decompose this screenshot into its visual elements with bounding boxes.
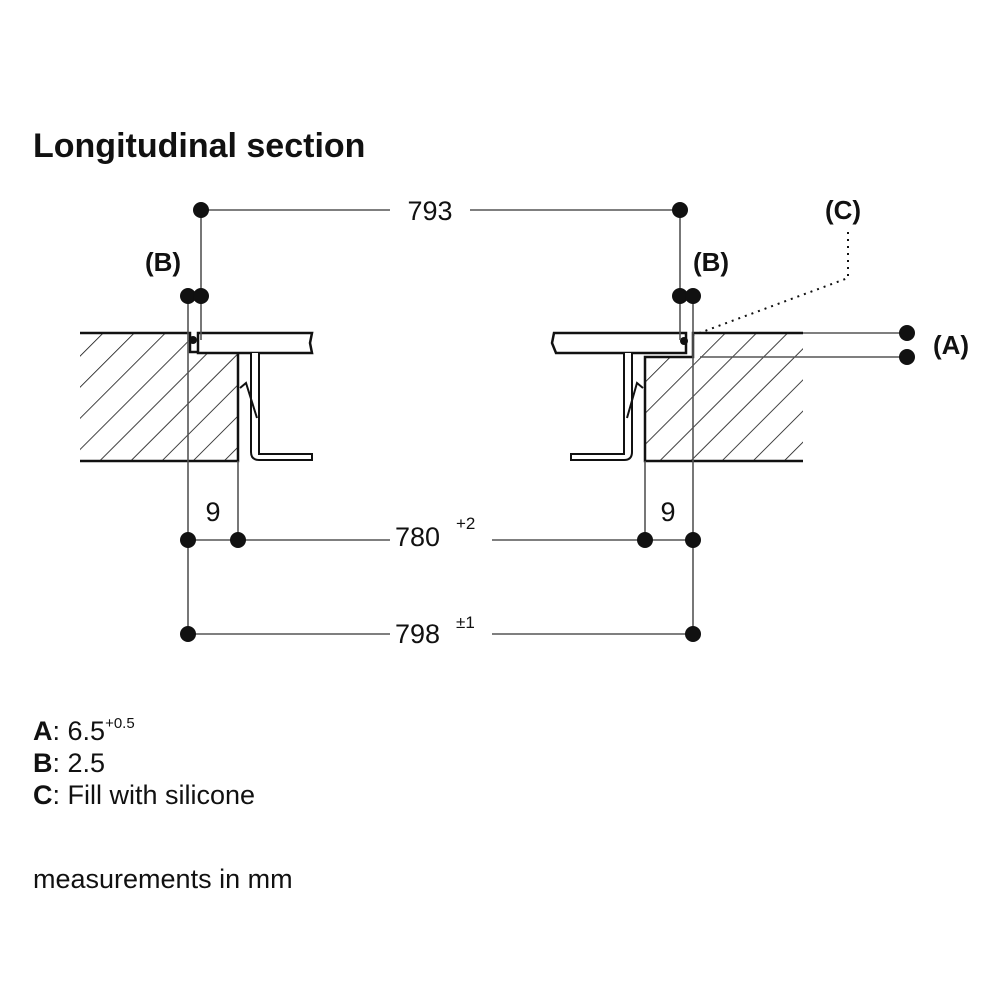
legend-sep: :	[52, 748, 68, 778]
callout-right-b: (B)	[693, 247, 729, 277]
legend-row-b: B: 2.5	[33, 747, 255, 779]
right-countertop-section	[643, 331, 803, 463]
legend: A: 6.5+0.5 B: 2.5 C: Fill with silicone	[33, 708, 255, 811]
legend-sep: :	[52, 780, 68, 810]
units-note: measurements in mm	[33, 864, 293, 894]
dim-798: 798	[395, 619, 440, 649]
dim-780-tolerance: +2	[456, 514, 475, 533]
legend-tolerance: +0.5	[105, 715, 135, 732]
legend-key: A	[33, 716, 53, 746]
legend-row-a: A: 6.5+0.5	[33, 708, 255, 747]
legend-key: B	[33, 748, 53, 778]
dim-780: 780	[395, 522, 440, 552]
silicone-leader-line	[693, 232, 849, 336]
diagram-title: Longitudinal section	[33, 127, 366, 165]
legend-value: 2.5	[67, 748, 106, 778]
legend-value: 6.5	[67, 716, 106, 746]
right-hob-frame	[550, 331, 688, 461]
callout-a: (A)	[933, 330, 969, 360]
legend-sep: :	[52, 716, 68, 746]
dim-right-9: 9	[660, 497, 675, 527]
dimension-lines	[187, 209, 907, 635]
dim-left-9: 9	[205, 497, 220, 527]
dim-793: 793	[407, 196, 452, 226]
callout-left-b: (B)	[145, 247, 181, 277]
legend-value: Fill with silicone	[67, 780, 256, 810]
callout-c: (C)	[825, 195, 861, 225]
dimension-points	[180, 202, 915, 642]
legend-row-c: C: Fill with silicone	[33, 779, 255, 811]
legend-key: C	[33, 780, 53, 810]
dim-798-tolerance: ±1	[456, 613, 475, 632]
left-hob-frame	[189, 331, 314, 461]
